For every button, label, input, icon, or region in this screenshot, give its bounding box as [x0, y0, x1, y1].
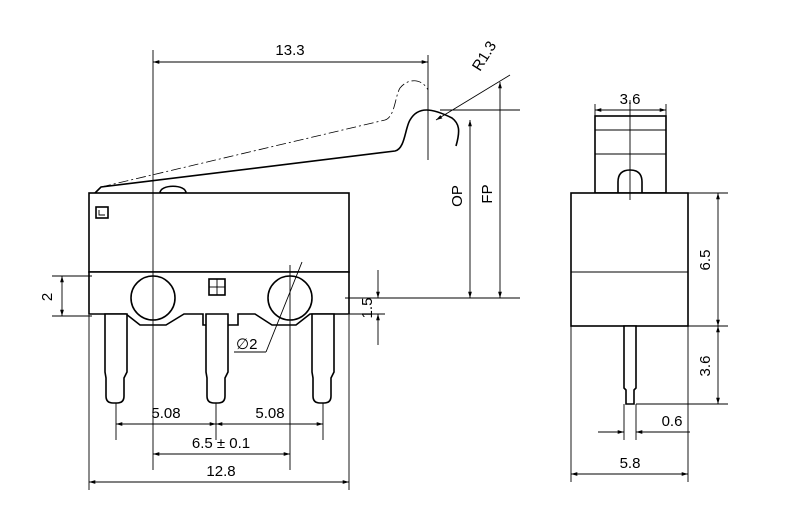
plunger [159, 185, 187, 194]
dim-terminal-length: 3.6 [697, 356, 714, 377]
dim-hole-height: 2 [39, 293, 56, 301]
dim-hole-offset: 1.5 [359, 298, 376, 319]
lever-phantom [100, 80, 429, 188]
dim-pin-pitch-left: 5.08 [151, 405, 180, 422]
dim-hole-diameter: ∅2 [236, 336, 257, 353]
switch-body-upper [88, 192, 350, 273]
side-body [570, 192, 689, 327]
terminal-left [104, 313, 128, 404]
dim-pin-pitch-right: 5.08 [255, 405, 284, 422]
dim-terminal-thickness: 0.6 [662, 413, 683, 430]
dim-side-width: 5.8 [620, 455, 641, 472]
dim-side-height: 6.5 [697, 250, 714, 271]
side-terminal [623, 325, 637, 405]
dim-actuator-width: 3.6 [620, 91, 641, 108]
terminal-right [311, 313, 335, 404]
dim-hole-spacing: 6.5 ± 0.1 [192, 435, 250, 452]
dim-body-length: 12.8 [206, 463, 235, 480]
dim-roller-radius: R1.3 [469, 38, 500, 74]
front-view [88, 50, 460, 490]
logo-mark [95, 206, 109, 219]
lever-arm [94, 109, 460, 194]
side-view [570, 100, 689, 405]
dim-arm-length: 13.3 [275, 42, 304, 59]
dim-op: OP [449, 185, 466, 207]
dim-fp: FP [479, 184, 496, 203]
terminal-center [205, 313, 229, 404]
